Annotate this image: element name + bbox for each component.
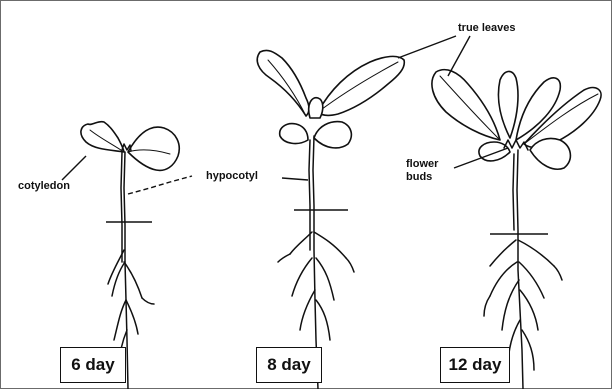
hypocotyl-label: hypocotyl [206,170,258,183]
true-leaves-pointer-12 [448,36,470,76]
stage-label-8-day: 8 day [256,347,322,383]
flower-buds-label-line2: buds [406,171,438,184]
true-leaves-pointer-8 [398,36,456,58]
cotyledon-right-12 [530,138,570,169]
hypocotyl-dashed-pointer [128,176,192,194]
plant-8-day [257,50,404,389]
stage-label-6-day: 6 day [60,347,126,383]
flower-buds-label-line1: flower [406,158,438,171]
plant-12-day [432,70,601,389]
cotyledon-right-8 [314,122,351,148]
cotyledon-pointer [62,156,86,180]
stem-12-day [517,150,523,389]
cotyledon-label: cotyledon [18,180,70,193]
flower-buds-label: flower buds [406,158,438,184]
cotyledon-right [128,127,179,170]
true-leaves-label: true leaves [458,22,515,35]
cotyledon-left-8 [280,124,308,144]
hypocotyl-pointer [282,178,308,180]
stage-label-12-day: 12 day [440,347,510,383]
